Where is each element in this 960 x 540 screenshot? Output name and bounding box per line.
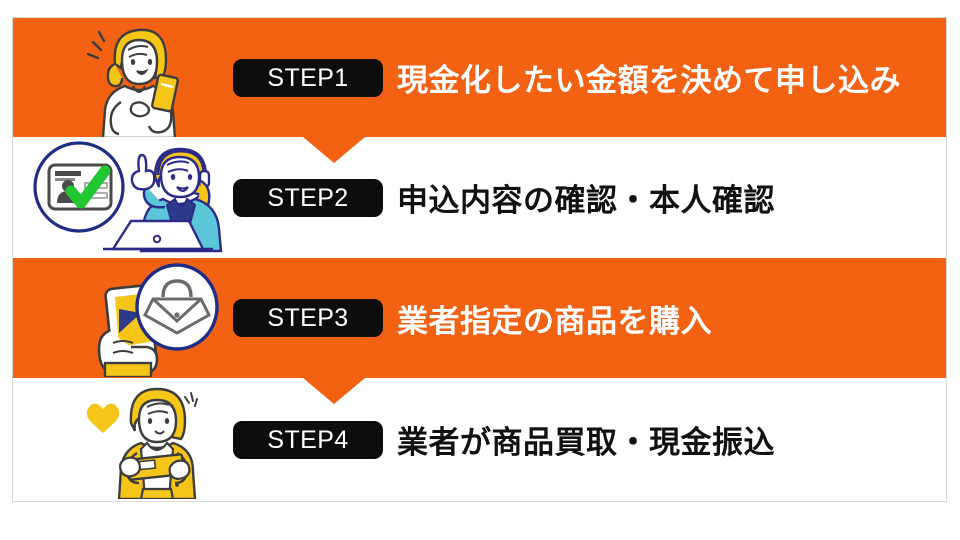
woman-with-smartphone-illustration [13,18,233,138]
step-row-1: STEP1 現金化したい金額を決めて申し込み [13,18,946,138]
step-badge-1[interactable]: STEP1 [233,58,383,97]
chevron-step1-to-step2-icon [303,137,365,163]
step-row-2: STEP2 申込内容の確認・本人確認 [13,137,946,258]
step-title-1: 現金化したい金額を決めて申し込み [397,63,901,99]
step-badge-4[interactable]: STEP4 [233,420,383,459]
step-row-4: STEP4 業者が商品買取・現金振込 [13,378,946,501]
step-title-3: 業者指定の商品を購入 [397,303,712,340]
step-badge-3[interactable]: STEP3 [233,299,383,337]
step-badge-2[interactable]: STEP2 [233,178,383,217]
step-title-2: 申込内容の確認・本人確認 [397,183,775,219]
step-row-3: STEP3 業者指定の商品を購入 [13,258,946,378]
step-title-4: 業者が商品買取・現金振込 [397,425,775,461]
hand-phone-handbag-illustration [13,258,233,378]
id-verification-operator-illustration [13,137,233,258]
chevron-step2-to-step3-icon [303,258,365,284]
woman-receiving-cash-illustration [13,378,233,501]
chevron-step3-to-step4-icon [303,378,365,404]
steps-frame: STEP1 現金化したい金額を決めて申し込み [12,17,947,502]
